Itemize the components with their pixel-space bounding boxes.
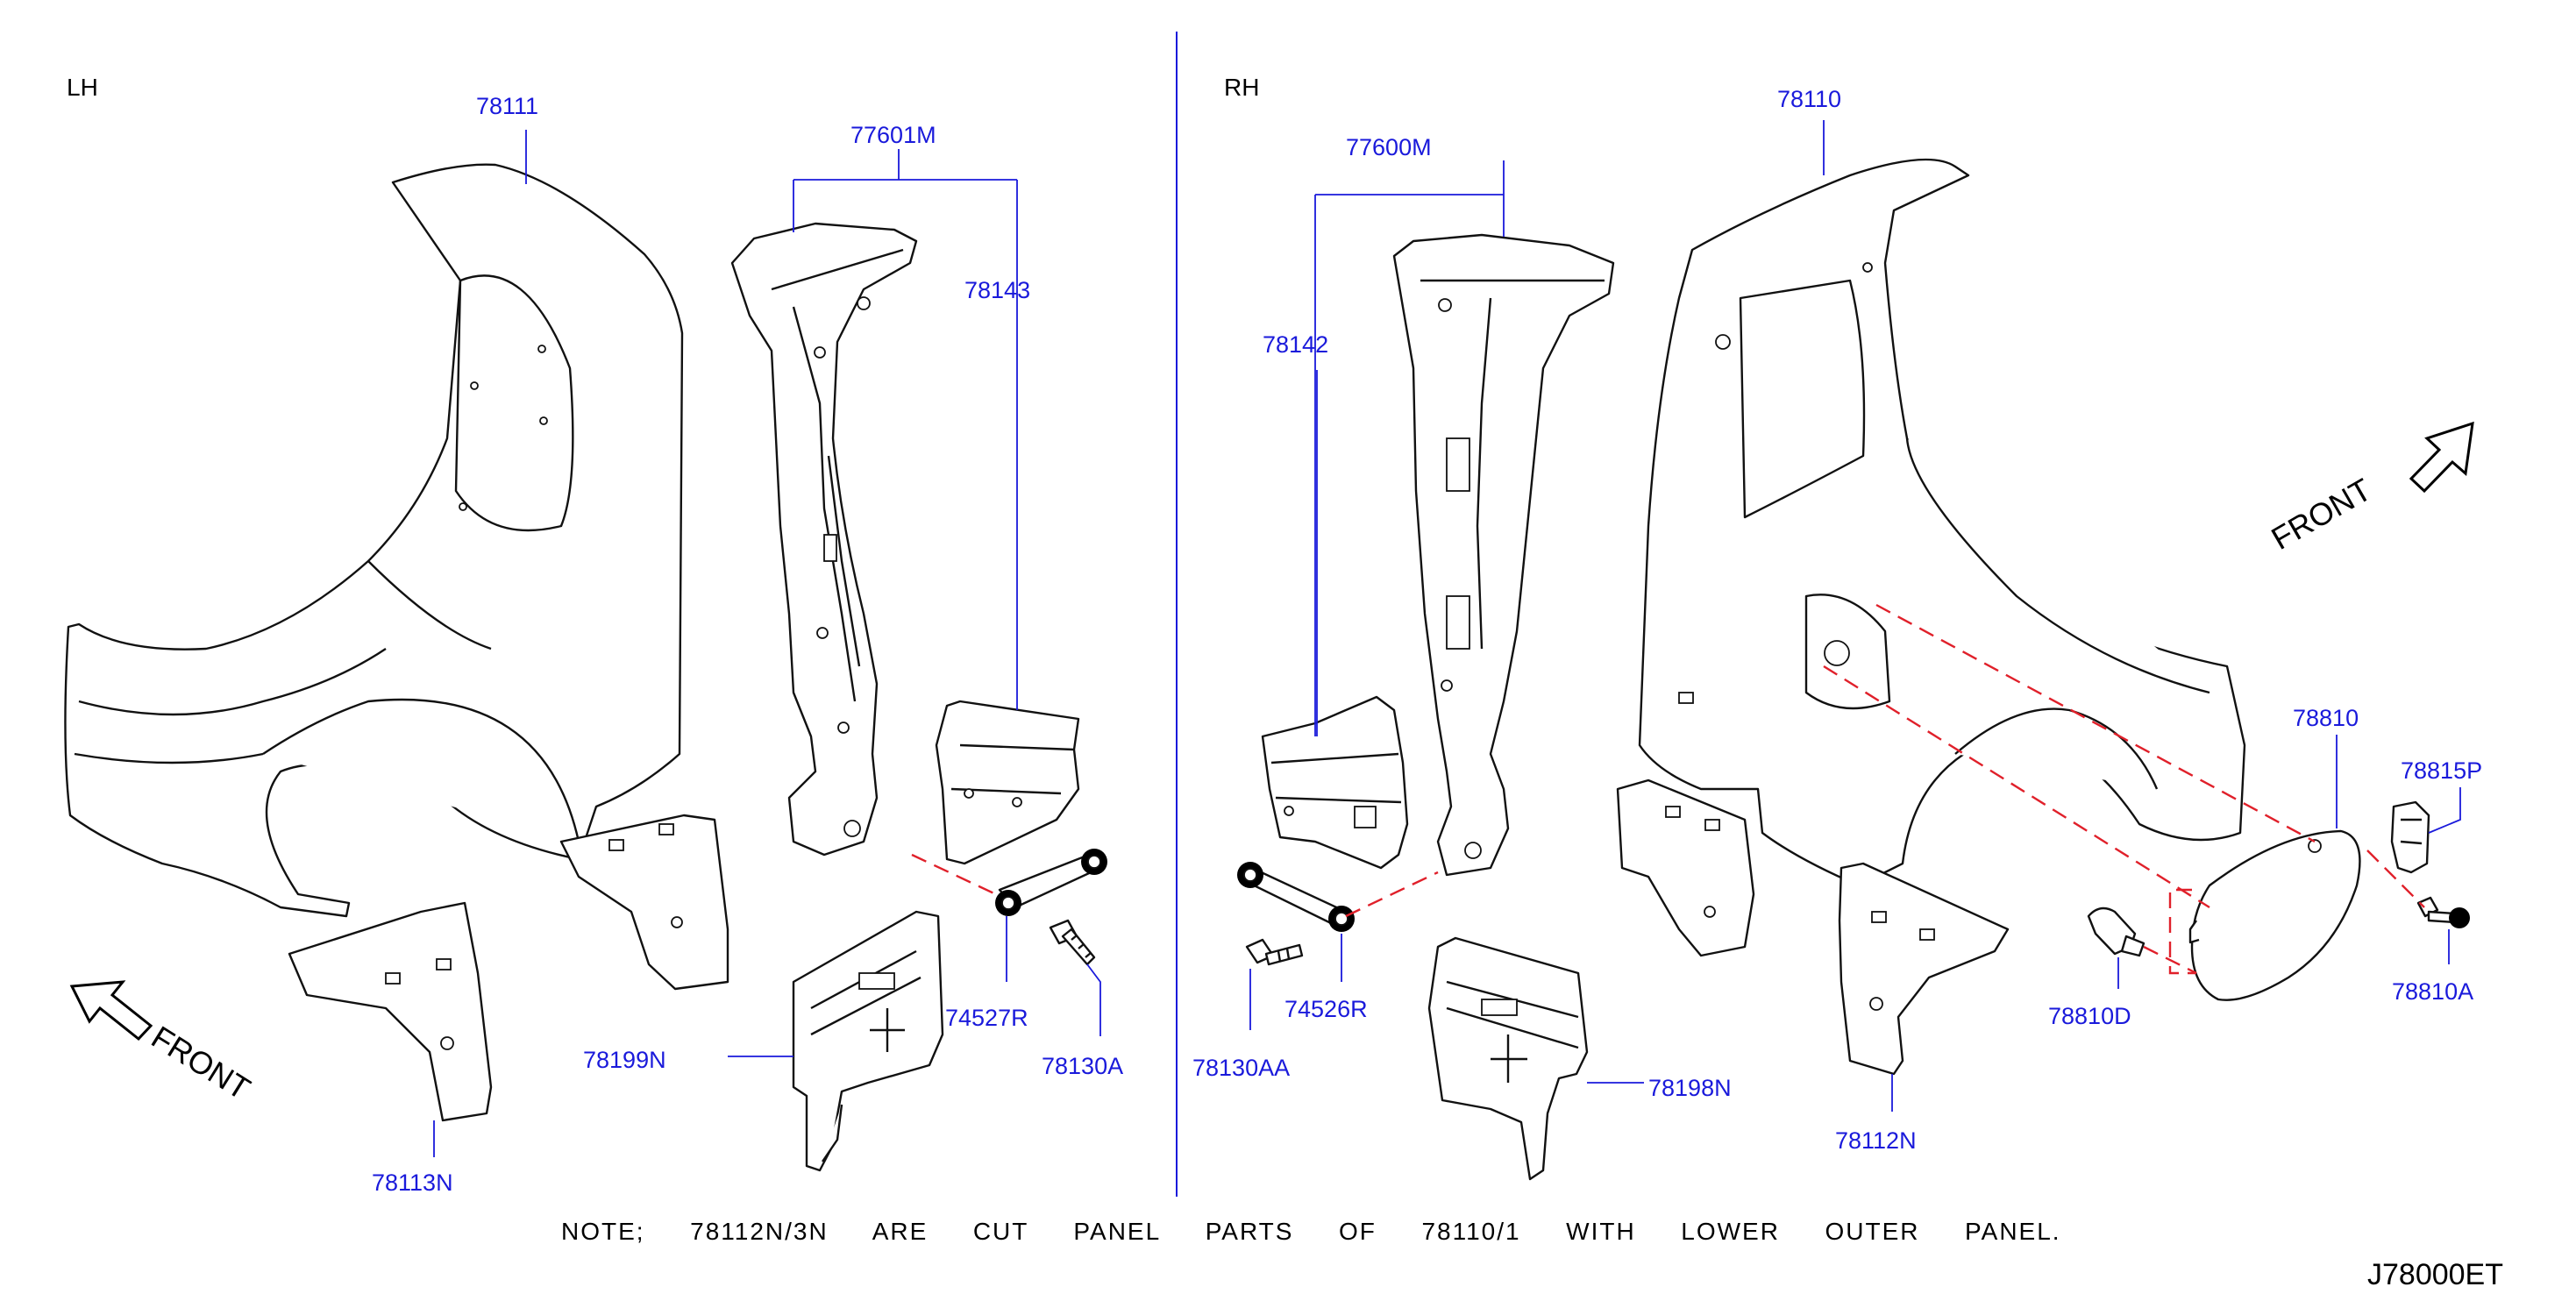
label-77601m[interactable]: 77601M [850,122,936,148]
label-74526r[interactable]: 74526R [1284,996,1368,1022]
pillar-assembly-rh-77600m[interactable] [1392,233,1615,877]
front-arrow-lh-icon [69,980,153,1042]
label-78810[interactable]: 78810 [2293,705,2359,731]
strap-reinforcement-lh-74527r[interactable] [995,849,1107,916]
label-78112n[interactable]: 78112N [1835,1127,1917,1154]
bolt-rh-78130aa[interactable] [1245,938,1304,966]
label-78815p[interactable]: 78815P [2401,757,2482,784]
bolt-lh-78130a[interactable] [1049,919,1096,966]
guide-bracket-to-strap-lh [911,853,1000,898]
label-78110[interactable]: 78110 [1777,86,1841,112]
front-direction-rh: FRONT [2266,421,2474,557]
inner-bracket-rh-78142[interactable] [1261,695,1409,870]
inner-bracket-lh-78143[interactable] [935,700,1080,865]
guide-stopper-to-lid [2143,945,2197,975]
rear-fender-panel-rh[interactable] [1638,158,2246,887]
label-78130a[interactable]: 78130A [1042,1053,1123,1079]
filler-lid-screw-78810a[interactable] [2416,896,2470,928]
label-78810d[interactable]: 78810D [2048,1003,2131,1029]
pillar-assembly-lh-77601m[interactable] [730,222,918,857]
filler-lid-hinge-78815p[interactable] [2390,800,2430,874]
front-arrow-rh-icon [2409,421,2474,494]
filler-lid-stopper-78810d[interactable] [2087,906,2145,957]
rear-fender-panel-lh[interactable] [64,163,684,918]
guide-strap-to-pillar-rh [1345,871,1439,918]
cut-panel-rh-78112n[interactable] [1838,862,2010,1076]
lower-inner-panel-lh-78199n[interactable] [792,910,944,1172]
label-78143[interactable]: 78143 [964,277,1030,303]
label-77600m[interactable]: 77600M [1346,134,1432,160]
guide-fender-to-lid-1 [1875,603,2316,843]
guide-stopper-bracket [2168,888,2196,975]
rear-lower-bracket-lh[interactable] [559,814,729,991]
label-78142[interactable]: 78142 [1263,331,1328,358]
label-78111[interactable]: 78111 [476,93,538,119]
footnote: NOTE; 78112N/3N ARE CUT PANEL PARTS OF 7… [561,1218,2061,1245]
front-direction-lh: FRONT [69,980,257,1106]
cut-panel-lh-78113n[interactable] [288,901,493,1122]
strap-reinforcement-rh-74526r[interactable] [1237,862,1355,932]
front-label-lh: FRONT [146,1019,257,1106]
rear-lower-bracket-rh[interactable] [1616,778,1755,957]
label-78130aa[interactable]: 78130AA [1192,1055,1290,1081]
guide-fender-to-lid-2 [1823,665,2210,909]
fuel-filler-lid-78810[interactable] [2188,829,2361,1001]
label-78113n[interactable]: 78113N [372,1169,453,1196]
front-label-rh: FRONT [2266,471,2378,557]
lower-inner-panel-rh-78198n[interactable] [1427,936,1589,1181]
label-74527r[interactable]: 74527R [945,1005,1028,1031]
rh-section-label: RH [1224,74,1259,101]
label-78198n[interactable]: 78198N [1648,1075,1732,1101]
lh-section-label: LH [67,74,98,101]
label-78199n[interactable]: 78199N [583,1047,666,1073]
label-78810a[interactable]: 78810A [2392,978,2473,1005]
guide-hinge-to-screw [2366,850,2425,908]
diagram-code: J78000ET [2367,1258,2503,1291]
